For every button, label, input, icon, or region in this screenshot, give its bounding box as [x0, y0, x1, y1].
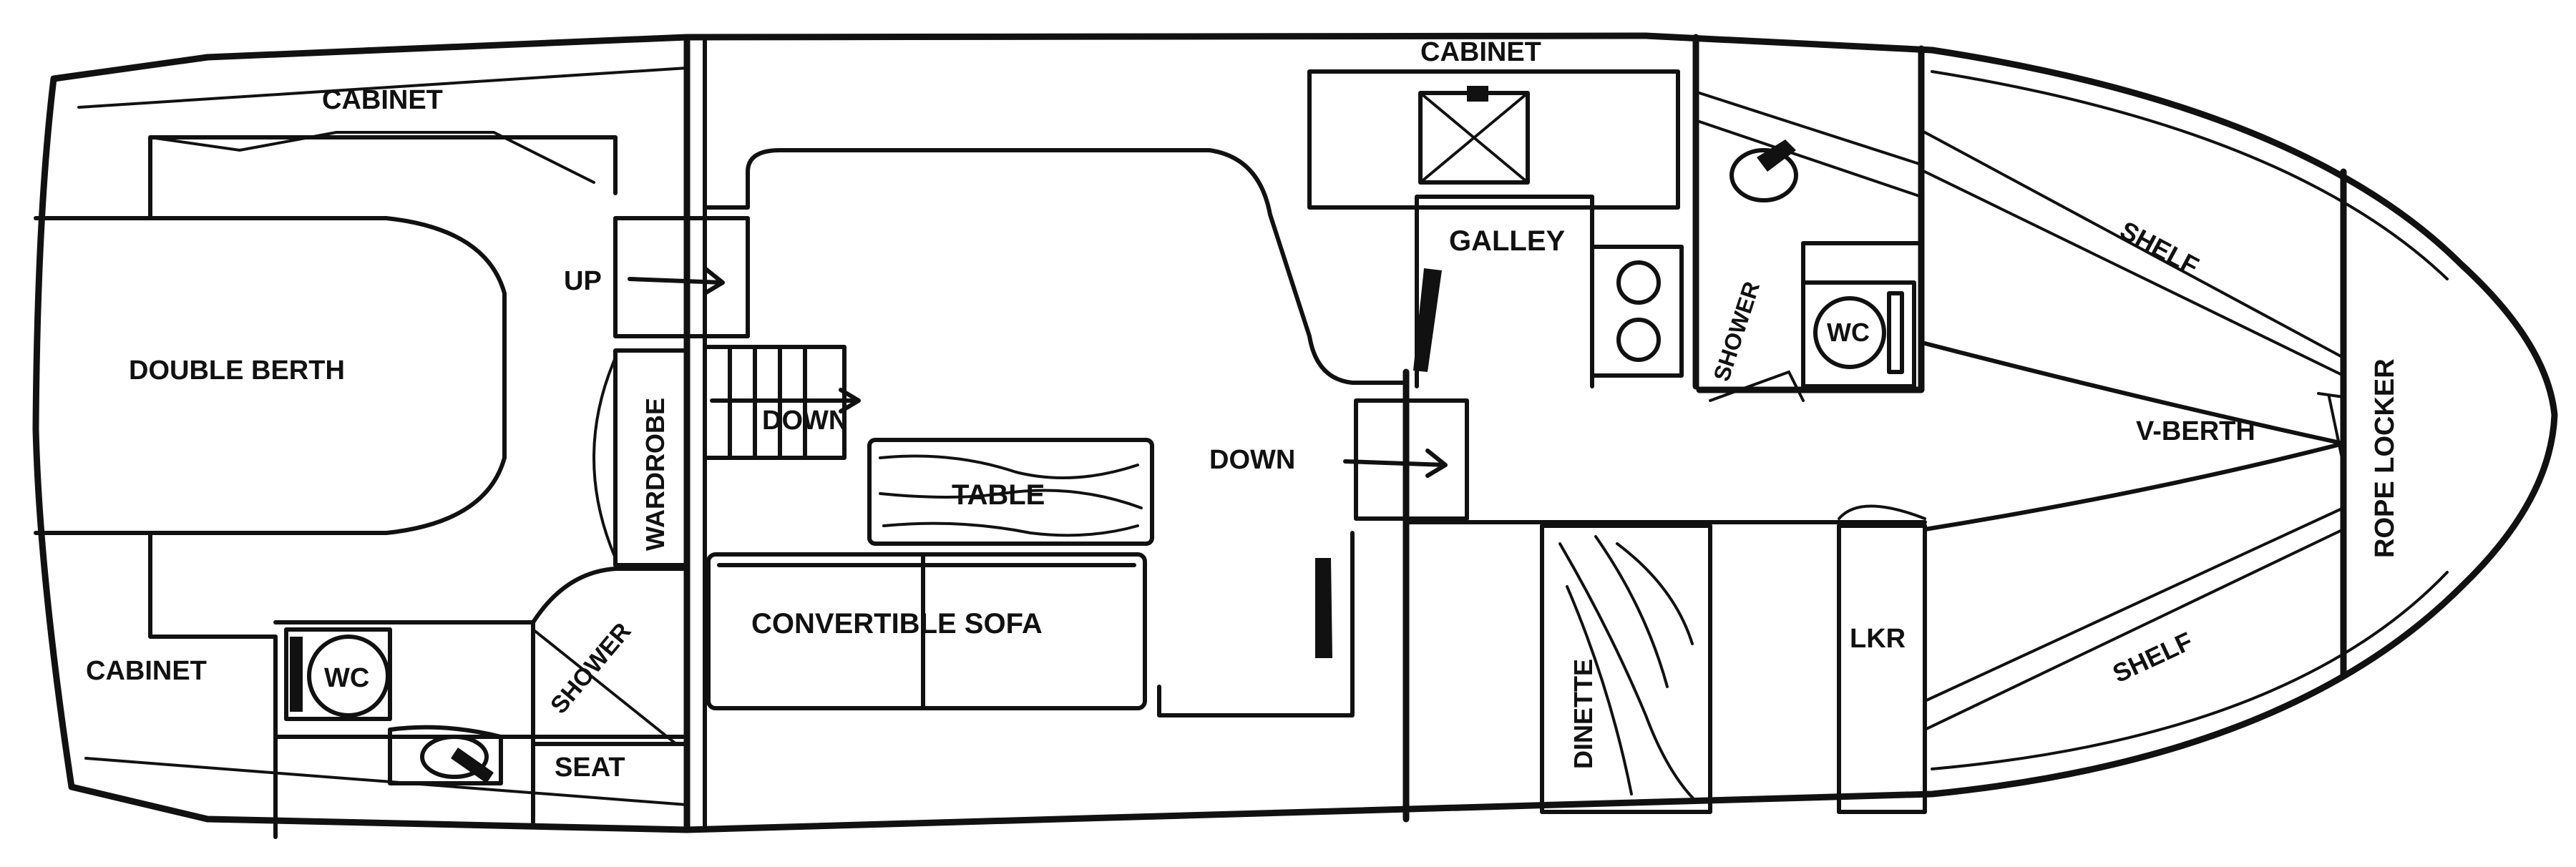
- label-table: TABLE: [952, 479, 1045, 511]
- dinette-outline: [1540, 524, 1712, 814]
- salon-outline: [703, 148, 1408, 385]
- hull-outline: [32, 32, 2558, 833]
- label-shower-aft: SHOWER: [545, 618, 636, 720]
- label-v-berth: V-BERTH: [2136, 416, 2255, 446]
- aft-sink-bowl: [420, 735, 489, 779]
- fwd-shower-door: [1709, 370, 1805, 402]
- cabinet-top-left-doors: [149, 131, 595, 184]
- wardrobe-door: [592, 356, 617, 559]
- galley-door: [1413, 268, 1442, 372]
- cabinet-top-left-outline: [148, 135, 618, 220]
- stove-burner-1: [1616, 260, 1661, 305]
- bulkhead-fwd-head: [1696, 45, 1925, 393]
- aft-head-divider: [273, 620, 689, 825]
- wardrobe-outline: [613, 348, 689, 567]
- aft-head-outline: [273, 567, 689, 825]
- aft-wc-box: [284, 627, 392, 721]
- hull-inner-line: [77, 67, 2449, 806]
- salon-door-latch: [1315, 558, 1332, 658]
- steps-down-box: [1354, 398, 1469, 521]
- label-galley: GALLEY: [1449, 225, 1566, 257]
- label-shower-fwd: SHOWER: [1708, 278, 1765, 384]
- label-seat: SEAT: [555, 753, 625, 783]
- label-rope-locker: ROPE LOCKER: [2370, 358, 2400, 558]
- galley-counter-top: [1307, 69, 1680, 210]
- table-outline: [867, 438, 1154, 546]
- salon-lower-counter: [1157, 531, 1355, 717]
- aft-wc-tank: [290, 637, 303, 712]
- v-berth-outline: [1923, 341, 2346, 532]
- aft-sink-faucet: [451, 748, 494, 783]
- aft-shower-door: [532, 628, 678, 745]
- galley-sink-detail: [1419, 92, 1529, 184]
- label-wc-fwd: WC: [1827, 318, 1870, 347]
- galley-faucet: [1467, 86, 1488, 102]
- double-berth-outline: [34, 216, 507, 535]
- fwd-sink-bowl: [1729, 148, 1798, 202]
- sofa-outline: [706, 552, 1147, 710]
- label-double-berth: DOUBLE BERTH: [129, 356, 345, 386]
- label-down-stairs: DOWN: [762, 406, 848, 436]
- sofa-cushion-divider: [717, 552, 1136, 710]
- label-wardrobe: WARDROBE: [640, 398, 670, 551]
- stairs-down-arrow: [710, 388, 861, 413]
- fwd-wc-bowl: [1813, 296, 1886, 369]
- down-arrow: [1343, 449, 1448, 478]
- fwd-wc-box: [1801, 280, 1916, 388]
- fwd-head-diag-1: [1698, 92, 1923, 166]
- label-convertible-sofa: CONVERTIBLE SOFA: [751, 608, 1043, 640]
- fwd-head-diag-2: [1698, 120, 1923, 198]
- stove-burner-2: [1616, 318, 1661, 362]
- up-arrow: [628, 266, 725, 295]
- fwd-sink-faucet: [1757, 139, 1796, 172]
- dinette-grain: [1558, 535, 1697, 803]
- table-grain: [879, 454, 1143, 537]
- label-lkr: LKR: [1850, 624, 1906, 654]
- steps-up-box: [613, 216, 750, 338]
- lkr-door-top: [1838, 504, 1926, 520]
- label-down-center: DOWN: [1209, 445, 1295, 475]
- aft-sink-counter: [388, 725, 503, 785]
- shelf-top-lines: [1923, 131, 2345, 377]
- fwd-wc-tank: [1887, 291, 1904, 374]
- label-cabinet-bottom-left: CABINET: [86, 656, 207, 686]
- aft-wc-bowl: [307, 635, 390, 717]
- label-up: UP: [564, 266, 602, 296]
- label-cabinet-top-right: CABINET: [1420, 37, 1541, 67]
- galley-stove: [1590, 245, 1684, 378]
- shelf-bottom-lines: [1923, 506, 2345, 731]
- label-wc-aft: WC: [324, 663, 369, 693]
- lkr-outline: [1837, 524, 1927, 814]
- label-cabinet-top-left: CABINET: [322, 85, 443, 115]
- rope-locker-door: [2317, 392, 2345, 466]
- label-dinette: DINETTE: [1568, 659, 1598, 769]
